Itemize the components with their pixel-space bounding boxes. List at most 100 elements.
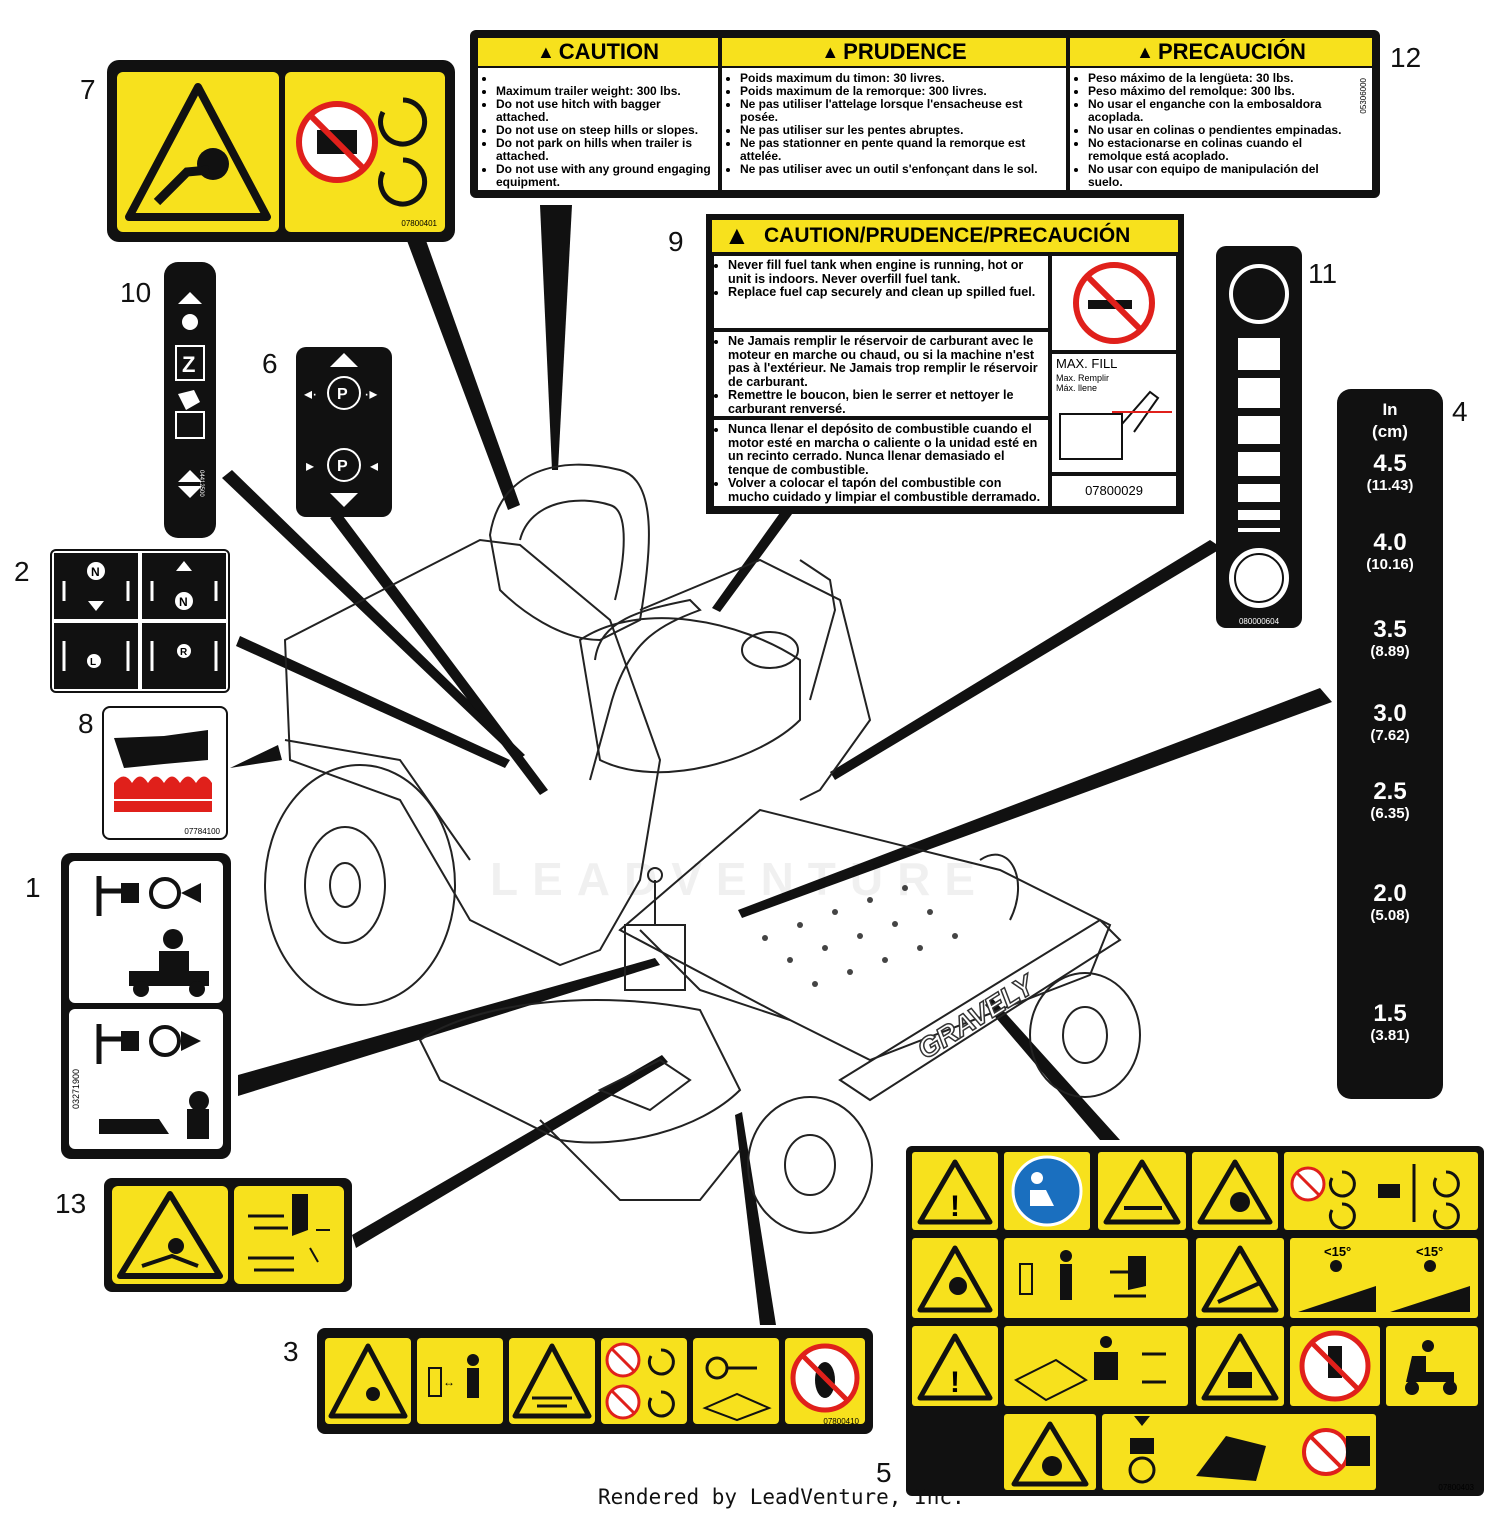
height-in: 4.0 — [1373, 529, 1407, 556]
leader-5 — [985, 998, 1120, 1140]
decal-9-es-item: Volver a colocar el tapón del combustibl… — [728, 476, 1044, 504]
max-fill-label: MAX. FILL — [1056, 356, 1118, 371]
height-mark: 4.0(10.16) — [1337, 529, 1443, 574]
decal-3-deck-pictograms: ↔ 07800410 — [317, 1328, 873, 1434]
parking-brake-icon: ◂· P ·▸ P ▸ ◂ — [304, 353, 378, 507]
svg-text:·▸: ·▸ — [364, 386, 377, 403]
callout-3: 3 — [283, 1336, 299, 1367]
svg-text:L: L — [90, 657, 96, 668]
leader-1 — [238, 958, 660, 1096]
hot-surface-hand-icon — [114, 730, 212, 812]
pto-disengage-icon — [96, 1024, 209, 1139]
leader-3 — [735, 1112, 776, 1325]
decal-12-fr-item: Poids maximum de la remorque: 300 livres… — [740, 85, 1060, 98]
decal-12-es-item: No usar con equipo de manipulación del s… — [1088, 163, 1352, 189]
slope-limit-label: <15° — [1416, 1244, 1443, 1259]
no-hands-rotating-icon — [296, 97, 428, 207]
warning-triangle-icon: ▲ — [536, 41, 555, 62]
height-cm: (8.89) — [1370, 643, 1410, 660]
deck-safety-icons: ↔ — [325, 1338, 865, 1424]
height-mark: 3.0(7.62) — [1337, 701, 1443, 745]
throttle-speed-icon: Z — [175, 292, 205, 498]
decal-3-part-number: 07800410 — [823, 1417, 859, 1426]
height-cm: (3.81) — [1370, 1027, 1410, 1044]
leader-6 — [330, 512, 548, 795]
leader-13 — [352, 1055, 668, 1248]
max-fill-label-fr: Max. Remplir — [1056, 373, 1110, 383]
height-mark: 3.5(8.89) — [1337, 616, 1443, 661]
decal-12-en-item: Do not use with any ground engaging equi… — [496, 163, 712, 189]
slope-limit-label: <15° — [1324, 1244, 1351, 1259]
decal-8-hot-surface: 07784100 — [102, 706, 228, 840]
decal-7-entanglement: 07800401 — [107, 60, 455, 242]
callout-1: 1 — [25, 872, 41, 903]
svg-text:P: P — [337, 386, 348, 403]
callout-6: 6 — [262, 348, 278, 379]
decal-9-english: Never fill fuel tank when engine is runn… — [714, 256, 1048, 328]
callout-11: 11 — [1308, 258, 1338, 289]
height-cm: (5.08) — [1370, 907, 1410, 924]
decal-9-en-item: Never fill fuel tank when engine is runn… — [728, 258, 1044, 286]
height-cm: (11.43) — [1366, 477, 1414, 494]
svg-text:Z: Z — [182, 352, 195, 377]
decal-7-part-number: 07800401 — [401, 219, 437, 228]
height-mark: 2.5(6.35) — [1337, 779, 1443, 823]
svg-text:↔: ↔ — [443, 1375, 455, 1389]
footer-credit: Rendered by LeadVenture, Inc. — [598, 1485, 965, 1509]
height-in: 1.5 — [1373, 1000, 1407, 1027]
height-mark: 1.5(3.81) — [1337, 1000, 1443, 1045]
decal-10-part-number: 04412500 — [198, 470, 204, 497]
decal-9-fr-item: Ne Jamais remplir le réservoir de carbur… — [728, 334, 1044, 389]
leader-7 — [400, 218, 520, 510]
decal-9-spanish: Nunca llenar el depósito de combustible … — [714, 420, 1048, 506]
decal-12-header-fr: PRUDENCE — [843, 39, 967, 64]
leader-2 — [236, 636, 510, 768]
height-in: 2.0 — [1373, 880, 1407, 907]
leader-9 — [712, 510, 795, 612]
decal-12-fr-item: Ne pas utiliser l'attelage lorsque l'ens… — [740, 98, 1060, 124]
no-smoking-icon — [1073, 262, 1155, 344]
decal-12-header-en: CAUTION — [558, 39, 660, 64]
callout-2: 2 — [14, 556, 30, 587]
pto-engage-icon — [96, 876, 209, 997]
height-in: 4.5 — [1373, 450, 1407, 477]
height-cm: (10.16) — [1366, 556, 1414, 573]
decal-12-es-item: No estacionarse en colinas cuando el rem… — [1088, 137, 1352, 163]
svg-text:▸: ▸ — [306, 458, 314, 475]
warning-triangle-icon: ▲ — [724, 220, 750, 250]
warning-triangle-icon: ▲ — [821, 41, 840, 62]
decal-9-part-number: 07800029 — [1052, 476, 1176, 506]
decal-12-en-item: Do not use hitch with bagger attached. — [496, 98, 712, 124]
leader-4 — [738, 688, 1332, 918]
callout-5: 5 — [876, 1457, 892, 1488]
steering-lever-icons: N N L R — [54, 553, 226, 689]
height-cm: (7.62) — [1370, 727, 1410, 744]
decal-12-es-item: No usar el enganche con la embosaldora a… — [1088, 98, 1352, 124]
decal-4-cutting-height-gauge: In (cm) 4.5(11.43) 4.0(10.16) 3.5(8.89) … — [1337, 389, 1443, 1099]
leader-8 — [230, 745, 282, 768]
svg-text:P: P — [337, 458, 348, 475]
decal-12-es-item: Peso máximo del remolque: 300 lbs. — [1088, 85, 1352, 98]
decal-11-fuel-gauge: 080000604 — [1216, 246, 1302, 628]
decal-9-es-item: Nunca llenar el depósito de combustible … — [728, 422, 1044, 477]
svg-text:N: N — [179, 595, 188, 609]
fuel-tank-fill-icon — [1059, 390, 1172, 460]
hand-entanglement-warning-icon — [125, 83, 271, 221]
height-in: 3.5 — [1373, 616, 1407, 643]
brand-text: GRAVELY — [912, 968, 1042, 1065]
callout-9: 9 — [668, 226, 684, 257]
decal-12-col-en: ▲CAUTION Maximum trailer weight: 300 lbs… — [478, 38, 718, 190]
decal-10-throttle: Z 04412500 — [164, 262, 216, 538]
decal-12-col-es: ▲PRECAUCIÓN Peso máximo de la lengüeta: … — [1070, 38, 1372, 190]
unit-inches: In — [1382, 400, 1398, 419]
callout-7: 7 — [80, 74, 96, 105]
callout-13: 13 — [55, 1188, 87, 1219]
decal-13-deck-warning — [104, 1178, 352, 1292]
height-mark: 4.5(11.43) — [1337, 450, 1443, 495]
max-fill-panel: MAX. FILL Max. Remplir Máx. llene — [1052, 354, 1176, 472]
decal-5-general-safety: ! — [906, 1146, 1484, 1496]
leader-11 — [830, 540, 1222, 780]
svg-text:!: ! — [950, 1190, 960, 1223]
